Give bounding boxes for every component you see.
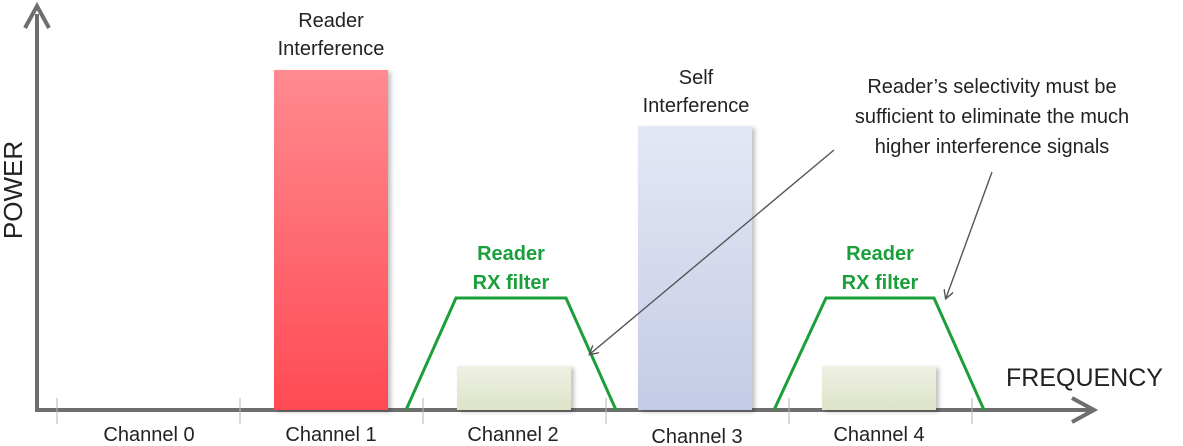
callout-line-3: higher interference signals [875, 136, 1110, 158]
callout-arrow-to-filter-4 [946, 171, 993, 298]
reader-interference-bar [274, 70, 388, 410]
rx-filter-line-2: RX filter [842, 272, 919, 294]
rx-filter-line-1: Reader [846, 243, 914, 265]
callout-line-1: Reader’s selectivity must be [867, 76, 1116, 98]
rx-filter-shape-channel-4 [772, 296, 986, 411]
channel-label: Channel 4 [833, 424, 924, 446]
self-interference-line-1: Self [679, 67, 714, 89]
axes [23, 1, 1099, 424]
channel-label: Channel 3 [651, 426, 742, 446]
power-axis-label: POWER [0, 141, 28, 239]
callout-arrow-to-filter-2 [590, 149, 835, 354]
frequency-axis-label: FREQUENCY [1006, 364, 1163, 392]
channel-label: Channel 2 [467, 424, 558, 446]
rx-filter-label-channel-4: Reader RX filter [842, 243, 919, 294]
channel-labels: Channel 0 Channel 1 Channel 2 Channel 3 … [103, 424, 924, 446]
self-interference-bar [638, 126, 752, 410]
rx-filter-line-2: RX filter [473, 272, 550, 294]
reader-interference-line-1: Reader [298, 10, 364, 32]
self-interference-label: Self Interference [643, 67, 750, 117]
selectivity-callout: Reader’s selectivity must be sufficient … [855, 76, 1129, 158]
rx-filter-line-1: Reader [477, 243, 545, 265]
y-axis-arrowhead [23, 1, 51, 29]
channel-label: Channel 1 [285, 424, 376, 446]
callout-line-2: sufficient to eliminate the much [855, 106, 1129, 128]
channel-ticks [56, 398, 973, 424]
reader-interference-line-2: Interference [278, 38, 385, 60]
self-interference-line-2: Interference [643, 95, 750, 117]
reader-interference-label: Reader Interference [278, 10, 385, 60]
x-axis-arrowhead [1071, 396, 1099, 424]
rx-filter-label-channel-2: Reader RX filter [473, 243, 550, 294]
signal-block-channel-2 [457, 366, 571, 410]
signal-block-channel-4 [822, 366, 936, 410]
channel-label: Channel 0 [103, 424, 194, 446]
